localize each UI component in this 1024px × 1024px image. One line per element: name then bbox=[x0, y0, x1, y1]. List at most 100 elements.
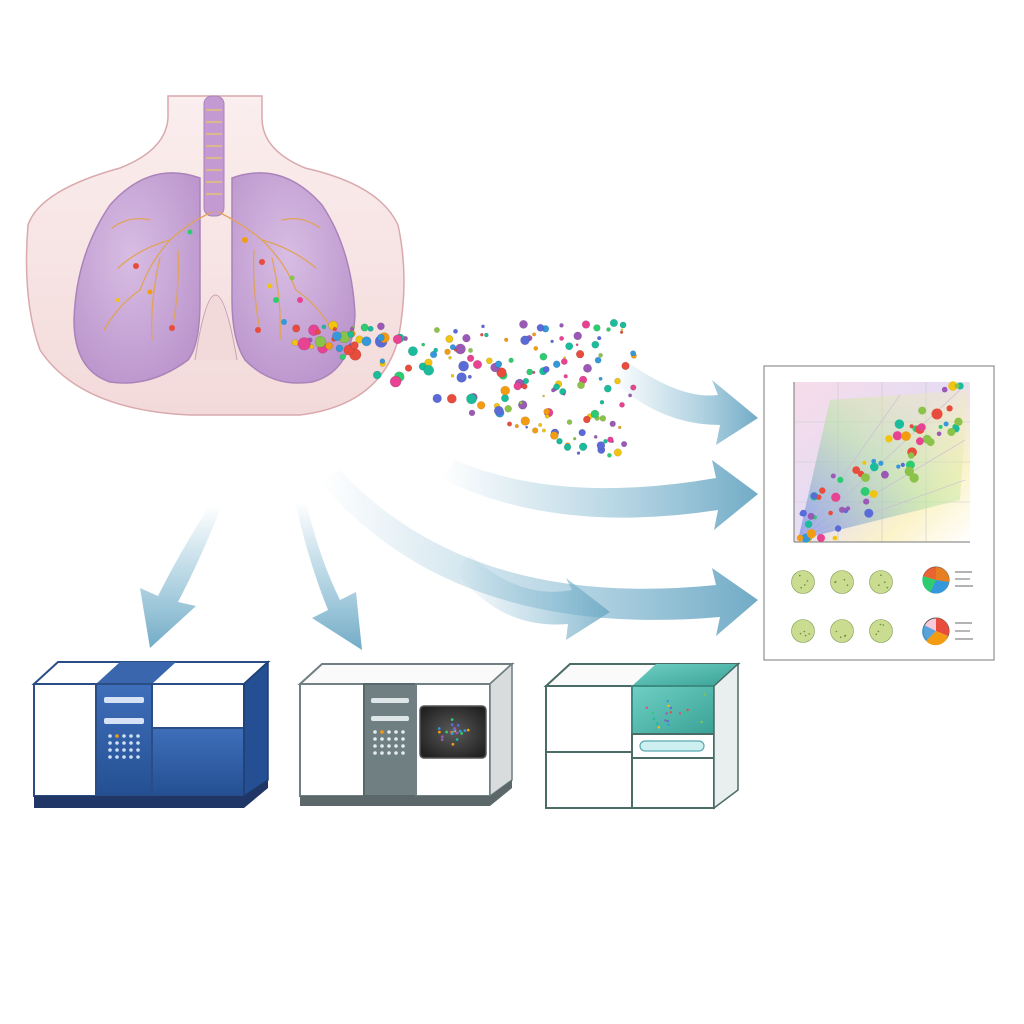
aerosol-particle bbox=[619, 330, 624, 334]
screen-particle bbox=[440, 735, 444, 738]
aerosol-particle bbox=[575, 343, 579, 347]
window-particle bbox=[667, 723, 670, 726]
scatter-point bbox=[832, 535, 838, 541]
dish-colony bbox=[875, 633, 877, 636]
scatter-point bbox=[946, 405, 953, 412]
aerosol-particle bbox=[350, 341, 359, 350]
screen-particle bbox=[455, 731, 459, 735]
analyzer-teal-side bbox=[713, 662, 739, 810]
scatter-point bbox=[954, 417, 963, 426]
analyzer-gray-top bbox=[297, 663, 515, 685]
aerosol-particle bbox=[500, 394, 509, 403]
scatter-point bbox=[917, 423, 926, 432]
analyzer-blue-slot-top bbox=[104, 697, 144, 703]
scatter-point bbox=[816, 494, 822, 500]
scatter-point bbox=[918, 406, 927, 415]
aerosol-particle bbox=[553, 383, 560, 391]
analyzer-teal-window-particles bbox=[645, 693, 706, 729]
scatter-point bbox=[863, 498, 870, 505]
keypad-button bbox=[136, 741, 140, 745]
pie-chart-top bbox=[922, 566, 950, 594]
scatter-point bbox=[869, 490, 878, 498]
aerosol-particle bbox=[556, 437, 563, 445]
keypad-button bbox=[122, 734, 126, 738]
window-particle bbox=[703, 693, 706, 696]
dish-colony bbox=[804, 634, 807, 637]
aerosol-particle bbox=[496, 367, 507, 378]
scatter-point bbox=[894, 419, 905, 429]
keypad-button bbox=[373, 744, 377, 748]
pie-legend-top bbox=[955, 571, 973, 587]
dish-colony bbox=[880, 574, 882, 576]
keypad-button bbox=[373, 751, 377, 755]
aerosol-particle bbox=[563, 374, 568, 379]
analyzer-teal-bottom-left bbox=[545, 751, 633, 809]
aerosol-particle bbox=[292, 324, 301, 333]
keypad-button bbox=[136, 755, 140, 759]
dish-colony bbox=[884, 581, 886, 583]
keypad-button bbox=[115, 741, 119, 745]
screen-particle bbox=[450, 732, 454, 735]
keypad-button bbox=[129, 748, 133, 752]
scatter-point bbox=[943, 421, 949, 427]
analyzer-teal bbox=[543, 662, 741, 810]
aerosol-particle bbox=[593, 324, 601, 332]
aerosol-particle bbox=[598, 352, 603, 358]
keypad-button bbox=[380, 737, 384, 741]
aerosol-particle bbox=[539, 352, 548, 361]
dish-colony bbox=[886, 586, 889, 589]
window-particle bbox=[666, 699, 669, 703]
flow-arrows bbox=[140, 360, 758, 650]
aerosol-particle bbox=[543, 408, 551, 415]
keypad-button bbox=[136, 734, 140, 738]
aerosol-particle bbox=[466, 393, 477, 405]
analyzer-gray-slot-bottom bbox=[371, 716, 409, 721]
aerosol-particle bbox=[291, 339, 299, 346]
aerosol-particle bbox=[582, 415, 591, 424]
scatter-point bbox=[941, 386, 948, 393]
aerosol-particle bbox=[332, 331, 342, 342]
aerosol-particle bbox=[577, 381, 585, 390]
aerosol-particle bbox=[599, 399, 605, 405]
window-particle bbox=[667, 704, 670, 707]
aerosol-particle bbox=[560, 358, 568, 365]
scatter-point bbox=[938, 424, 943, 429]
lung-anatomy-illustration bbox=[25, 95, 405, 416]
scatter-point bbox=[900, 462, 905, 467]
arrow-to-dish-assays bbox=[320, 470, 758, 636]
aerosol-particle bbox=[481, 324, 485, 329]
aerosol-particle bbox=[508, 357, 514, 363]
aerosol-particle bbox=[485, 357, 493, 365]
petri-dish-assays bbox=[791, 570, 893, 643]
aerosol-particle bbox=[484, 332, 489, 338]
scatter-point bbox=[804, 520, 813, 528]
aerosol-particle bbox=[621, 361, 630, 371]
keypad-button bbox=[401, 730, 405, 734]
results-panel bbox=[763, 365, 995, 661]
window-particle bbox=[665, 712, 668, 715]
aerosol-particle bbox=[448, 355, 452, 360]
aerosol-particle bbox=[552, 360, 561, 369]
analyzer-blue-top-accent bbox=[96, 662, 176, 684]
aerosol-particle bbox=[603, 438, 608, 444]
scatter-point bbox=[807, 512, 815, 520]
screen-particle bbox=[460, 732, 464, 735]
aerosol-particle bbox=[407, 346, 418, 357]
keypad-button bbox=[129, 755, 133, 759]
trachea bbox=[203, 95, 225, 217]
aerosol-particle bbox=[532, 332, 537, 337]
scatter-points bbox=[796, 381, 964, 543]
analyzer-blue-slot-bottom bbox=[104, 718, 144, 724]
pie-chart-bottom bbox=[922, 617, 950, 646]
keypad-button bbox=[387, 744, 391, 748]
aerosol-particle bbox=[590, 409, 600, 419]
aerosol-particle bbox=[541, 428, 546, 433]
window-particle bbox=[655, 722, 659, 725]
keypad-button bbox=[108, 748, 112, 752]
dish-colony bbox=[846, 584, 849, 586]
aerosol-particle bbox=[389, 375, 402, 388]
aerosol-particle bbox=[467, 374, 472, 379]
aerosol-particle bbox=[520, 335, 530, 346]
aerosol-particle bbox=[620, 328, 624, 332]
